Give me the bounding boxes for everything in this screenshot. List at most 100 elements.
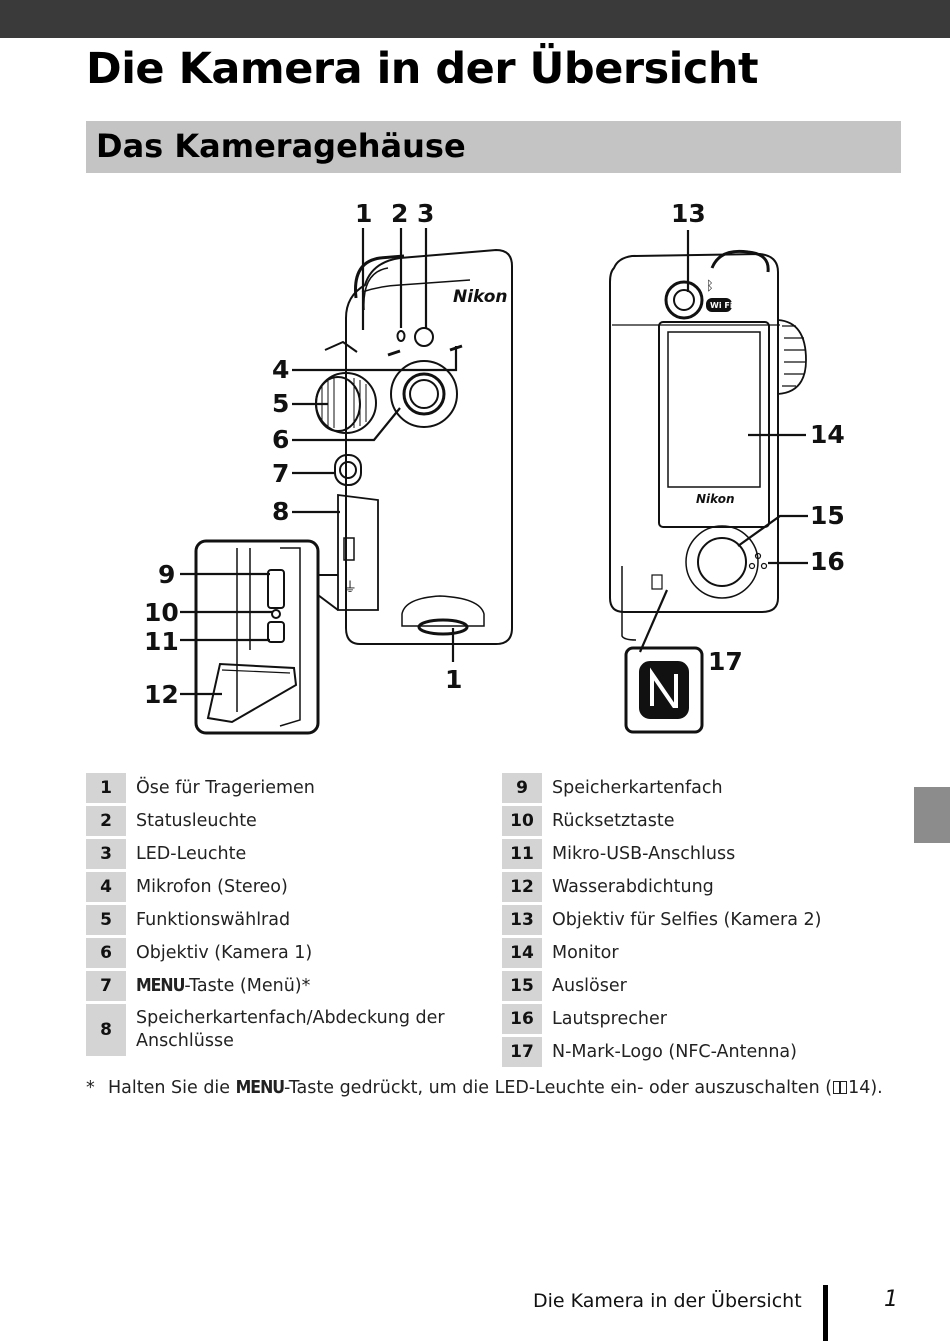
legend-number: 8 — [86, 1004, 126, 1056]
legend-number: 15 — [502, 971, 542, 1001]
callout-8: 8 — [272, 497, 289, 526]
legend-label-text: -Taste (Menü)* — [184, 975, 311, 996]
legend-label: Speicherkartenfach/Abdeckung der Anschlü… — [136, 1008, 445, 1051]
callout-numbers: 1 2 3 4 5 6 7 8 9 10 11 12 1 13 14 15 16… — [144, 199, 845, 709]
legend-row: 2 Statusleuchte — [86, 806, 481, 836]
usb-port-icon — [267, 621, 285, 643]
legend-label: Monitor — [552, 942, 619, 963]
nikon-logo-back: Nikon — [696, 492, 735, 506]
footnote-text-end: ). — [870, 1078, 883, 1098]
bluetooth-icon: ᛒ — [706, 279, 714, 294]
legend-row: 17 N-Mark-Logo (NFC-Antenna) — [502, 1037, 902, 1067]
legend-number: 10 — [502, 806, 542, 836]
n-mark-small-icon — [651, 574, 663, 590]
callout-11: 11 — [144, 627, 179, 656]
legend-row: 15 Auslöser — [502, 971, 902, 1001]
menu-glyph: MENU — [136, 975, 185, 996]
legend-label: Lautsprecher — [552, 1008, 667, 1029]
footer-divider — [823, 1285, 828, 1341]
legend-row: 8 Speicherkartenfach/Abdeckung der Ansch… — [86, 1004, 481, 1056]
callout-10: 10 — [144, 598, 179, 627]
legend-row: 12 Wasserabdichtung — [502, 872, 902, 902]
legend-label: Mikro-USB-Anschluss — [552, 843, 736, 864]
legend-number: 17 — [502, 1037, 542, 1067]
section-header: Das Kameragehäuse — [86, 121, 901, 173]
legend-number: 14 — [502, 938, 542, 968]
legend-number: 6 — [86, 938, 126, 968]
footnote-marker: * — [86, 1078, 95, 1098]
menu-glyph: MENU — [235, 1078, 285, 1098]
callout-13: 13 — [671, 199, 706, 228]
footnote-text-pre: Halten Sie die — [108, 1078, 236, 1098]
legend-label: Speicherkartenfach — [552, 777, 723, 798]
legend-row: 4 Mikrofon (Stereo) — [86, 872, 481, 902]
callout-1-bottom: 1 — [445, 665, 462, 694]
legend-number: 3 — [86, 839, 126, 869]
monitor-screen-icon — [667, 331, 761, 488]
callout-17: 17 — [708, 647, 743, 676]
callout-9: 9 — [158, 560, 175, 589]
selfie-lens-icon — [664, 280, 704, 320]
callout-14: 14 — [810, 420, 845, 449]
legend-row: 11 Mikro-USB-Anschluss — [502, 839, 902, 869]
callout-1: 1 — [355, 199, 372, 228]
shutter-button-icon — [697, 537, 747, 587]
callout-5: 5 — [272, 389, 289, 418]
legend-label: Rücksetztaste — [552, 810, 675, 831]
legend-number: 7 — [86, 971, 126, 1001]
n-mark-logo-icon — [624, 646, 704, 734]
legend-number: 13 — [502, 905, 542, 935]
top-header-bar — [0, 0, 950, 38]
footnote-text-post: -Taste gedrückt, um die LED-Leuchte ein-… — [284, 1078, 833, 1098]
parts-legend-right: 9 Speicherkartenfach 10 Rücksetztaste 11… — [502, 770, 902, 1070]
wifi-logo-icon — [706, 298, 732, 312]
callout-4: 4 — [272, 355, 289, 384]
legend-label: Objektiv für Selfies (Kamera 2) — [552, 909, 822, 930]
callout-16: 16 — [810, 547, 845, 576]
card-cover-icon — [337, 493, 379, 611]
legend-number: 11 — [502, 839, 542, 869]
speaker-icon — [754, 552, 762, 560]
page-number: 1 — [884, 1287, 898, 1312]
legend-number: 1 — [86, 773, 126, 803]
legend-row: 14 Monitor — [502, 938, 902, 968]
callout-15: 15 — [810, 501, 845, 530]
water-seal-cover-icon — [206, 662, 298, 724]
svg-text:⏚: ⏚ — [343, 580, 357, 596]
legend-row: 16 Lautsprecher — [502, 1004, 902, 1034]
legend-label: Objektiv (Kamera 1) — [136, 942, 313, 963]
ports-inset — [194, 539, 339, 735]
legend-row: 13 Objektiv für Selfies (Kamera 2) — [502, 905, 902, 935]
camera-body-diagram: Nikon — [144, 199, 845, 735]
legend-row: 5 Funktionswählrad — [86, 905, 481, 935]
legend-label: MENU-Taste (Menü)* — [126, 971, 481, 1001]
main-lens-icon — [390, 360, 458, 428]
page-reference-icon — [833, 1081, 848, 1094]
legend-label: N-Mark-Logo (NFC-Antenna) — [552, 1041, 797, 1062]
svg-text:Wi Fi: Wi Fi — [710, 301, 733, 310]
legend-label: Statusleuchte — [136, 810, 257, 831]
legend-number: 12 — [502, 872, 542, 902]
legend-number: 4 — [86, 872, 126, 902]
callout-12: 12 — [144, 680, 179, 709]
legend-row: 7 MENU-Taste (Menü)* — [86, 971, 481, 1001]
legend-label: Öse für Trageriemen — [136, 777, 315, 798]
legend-number: 5 — [86, 905, 126, 935]
legend-row: 10 Rücksetztaste — [502, 806, 902, 836]
callout-7: 7 — [272, 459, 289, 488]
legend-row: 1 Öse für Trageriemen — [86, 773, 481, 803]
reset-button-icon — [271, 609, 281, 619]
callout-3: 3 — [417, 199, 434, 228]
microphone-left-icon — [387, 349, 401, 357]
legend-row: 3 LED-Leuchte — [86, 839, 481, 869]
legend-number: 9 — [502, 773, 542, 803]
camera-back-view: ᛒ Wi Fi Nikon — [609, 249, 807, 641]
legend-label: LED-Leuchte — [136, 843, 247, 864]
memory-card-slot-icon — [267, 569, 285, 609]
section-title: Das Kameragehäuse — [96, 127, 466, 165]
menu-button-icon — [334, 454, 362, 486]
footnote-page-ref: 14 — [848, 1078, 871, 1098]
callout-2: 2 — [391, 199, 408, 228]
footnote: * Halten Sie die MENU-Taste gedrückt, um … — [86, 1078, 883, 1098]
status-light-icon — [396, 330, 406, 342]
